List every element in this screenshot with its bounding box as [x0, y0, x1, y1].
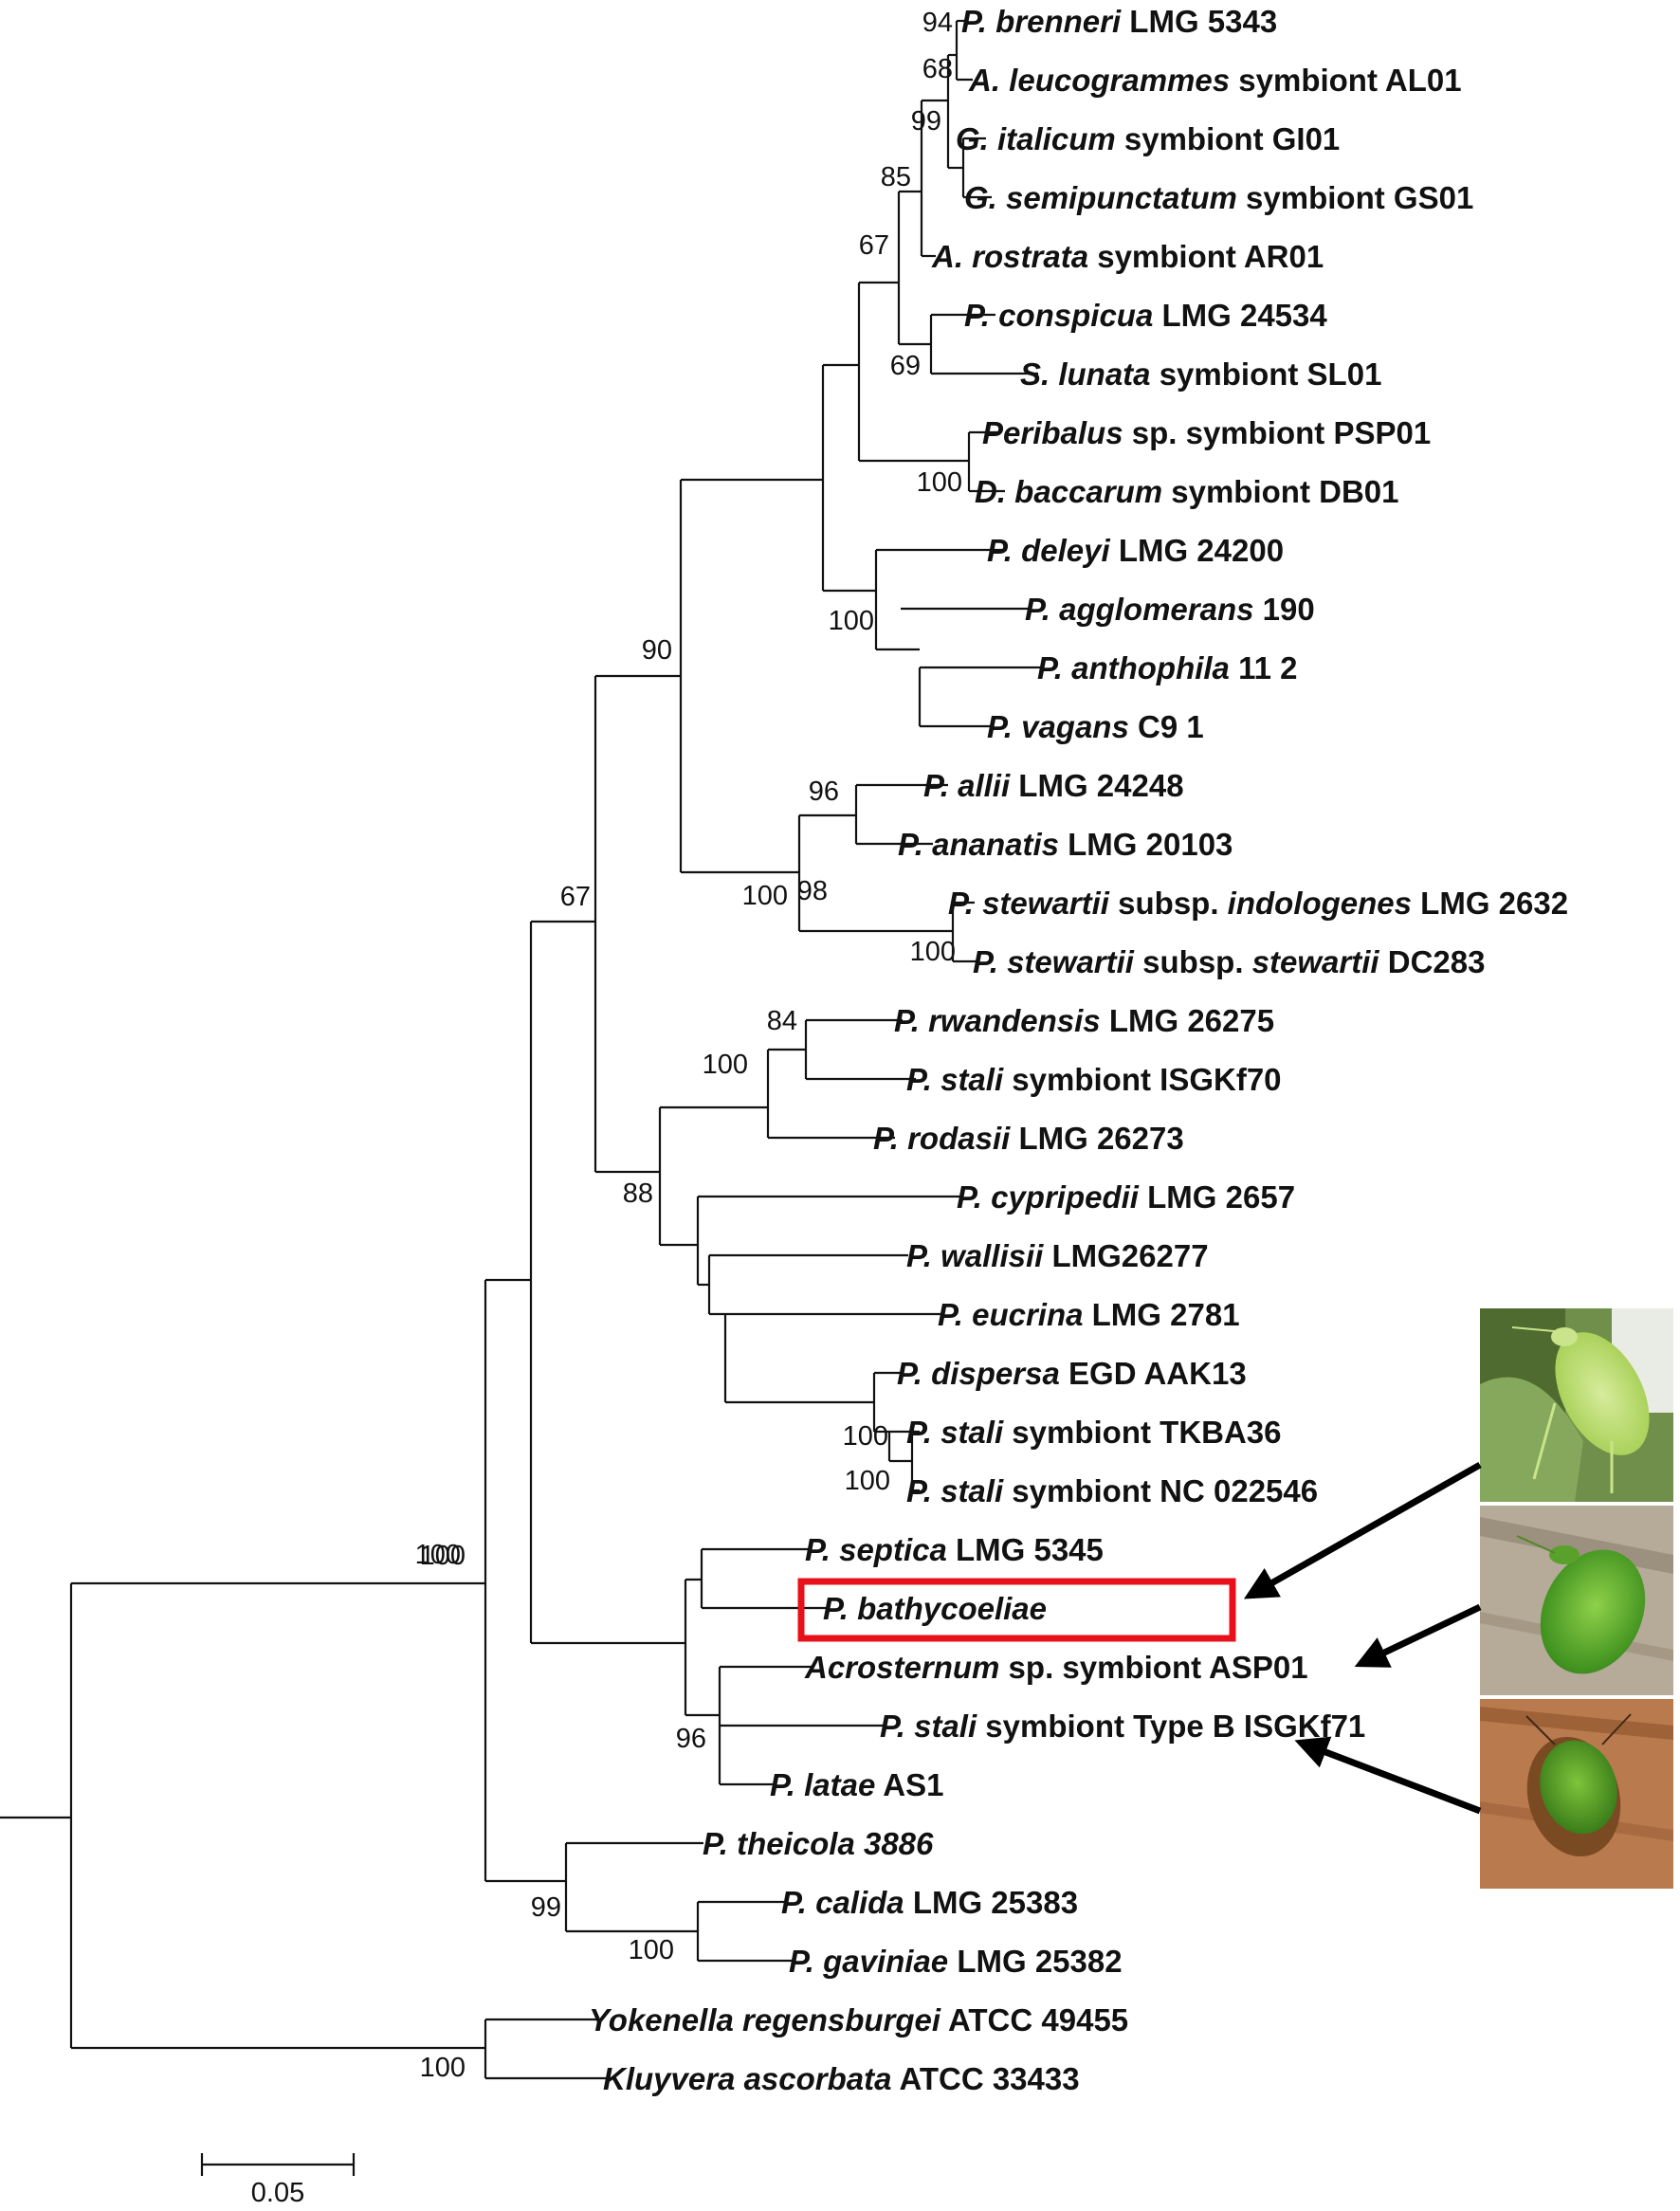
bootstrap-value: 100 — [917, 467, 962, 498]
taxon-label: P. conspicua LMG 24534 — [964, 298, 1327, 333]
taxon-label: P. anthophila 11 2 — [1037, 650, 1298, 685]
taxon-label: G. italicum symbiont GI01 — [956, 121, 1340, 156]
taxon-label: P. stewartii subsp. stewartii DC283 — [973, 944, 1485, 979]
arrow-to-stali-type-b — [1294, 1736, 1482, 1815]
bootstrap-value: 100 — [629, 1935, 674, 1965]
bootstrap-value: 96 — [809, 777, 839, 807]
scale-bar: 0.05 — [200, 2153, 356, 2208]
taxon-label: A. rostrata symbiont AR01 — [931, 239, 1324, 274]
bootstrap-value: 100 — [845, 1466, 890, 1496]
taxon-label: P. gaviniae LMG 25382 — [789, 1944, 1123, 1979]
bootstrap-value: 99 — [531, 1892, 561, 1923]
taxon-label: P. brenneri LMG 5343 — [961, 4, 1277, 39]
bootstrap-value: 69 — [890, 351, 921, 381]
taxon-label: S. lunata symbiont SL01 — [1020, 356, 1381, 392]
scale-bar-label: 0.05 — [251, 2178, 304, 2208]
taxon-label: Yokenella regensburgei ATCC 49455 — [589, 2002, 1128, 2037]
taxon-label: Peribalus sp. symbiont PSP01 — [982, 415, 1431, 450]
taxon-label: P. wallisii LMG26277 — [906, 1238, 1209, 1273]
bootstrap-value: 67 — [560, 882, 591, 912]
bootstrap-value: 100 — [420, 2053, 466, 2083]
arrow-to-acrosternum — [1354, 1603, 1482, 1668]
taxon-label: P. stali symbiont Type B ISGKf71 — [880, 1708, 1365, 1744]
bootstrap-value: 85 — [881, 162, 911, 192]
taxon-label: P. cypripedii LMG 2657 — [957, 1179, 1295, 1215]
bootstrap-value: 94 — [922, 8, 953, 38]
bootstrap-value: 84 — [767, 1006, 797, 1036]
taxon-label: G. semipunctatum symbiont GS01 — [964, 180, 1473, 215]
bootstrap-value: 88 — [623, 1179, 653, 1209]
taxon-label: P. deleyi LMG 24200 — [987, 533, 1284, 568]
bootstrap-values: 9468998567691001009096981001006784100881… — [415, 8, 962, 2083]
bootstrap-value: 96 — [676, 1724, 706, 1754]
taxon-label: P. stali symbiont NC 022546 — [906, 1473, 1318, 1508]
taxon-label: P. stewartii subsp. indologenes LMG 2632 — [948, 886, 1568, 921]
taxon-labels: P. brenneri LMG 5343 A. leucogrammes symb… — [589, 4, 1568, 2096]
taxon-label: P. latae AS1 — [770, 1767, 943, 1802]
bootstrap-value: 100 — [415, 1540, 461, 1570]
photo-bug-leaf — [1480, 1308, 1673, 1502]
taxon-label: Acrosternum sp. symbiont ASP01 — [804, 1650, 1308, 1685]
bootstrap-value: 68 — [922, 54, 953, 84]
taxon-label: Kluyvera ascorbata ATCC 33433 — [603, 2061, 1080, 2096]
taxon-label: A. leucogrammes symbiont AL01 — [968, 63, 1462, 98]
bootstrap-value: 100 — [742, 881, 788, 911]
taxon-label: P. eucrina LMG 2781 — [938, 1297, 1240, 1332]
taxon-label: P. bathycoeliae — [823, 1591, 1047, 1626]
bootstrap-value: 67 — [859, 230, 889, 261]
taxon-label: P. agglomerans 190 — [1025, 592, 1315, 627]
taxon-label: P. rodasii LMG 26273 — [873, 1121, 1184, 1156]
highlight-box — [797, 1578, 1236, 1642]
bootstrap-value: 100 — [910, 937, 956, 967]
taxon-label: P. septica LMG 5345 — [805, 1532, 1104, 1567]
taxon-label: P. dispersa EGD AAK13 — [897, 1356, 1247, 1391]
bootstrap-value: 100 — [703, 1050, 748, 1080]
bootstrap-value: 100 — [829, 606, 874, 636]
bootstrap-value: 100 — [843, 1421, 888, 1452]
taxon-label: P. stali symbiont ISGKf70 — [906, 1062, 1282, 1097]
taxon-label: P. allii LMG 24248 — [923, 768, 1184, 803]
bootstrap-value: 98 — [797, 876, 828, 906]
tree-branches — [0, 19, 1043, 2080]
bootstrap-value: 100 — [420, 1541, 466, 1571]
taxon-label: P. vagans C9 1 — [987, 709, 1204, 744]
bootstrap-value: 90 — [642, 635, 672, 666]
taxon-label: D. baccarum symbiont DB01 — [975, 474, 1398, 509]
arrow-to-bathycoeliae — [1243, 1461, 1482, 1599]
taxon-label: P. calida LMG 25383 — [781, 1885, 1078, 1920]
taxon-label: P. ananatis LMG 20103 — [898, 827, 1233, 862]
bootstrap-value: 99 — [911, 106, 941, 137]
photo-bug-wood-reddish — [1480, 1699, 1673, 1889]
taxon-label: P. stali symbiont TKBA36 — [906, 1415, 1282, 1450]
taxon-label: P. rwandensis LMG 26275 — [894, 1003, 1274, 1038]
taxon-label: P. theicola 3886 — [703, 1826, 934, 1861]
photo-bug-wood — [1480, 1506, 1673, 1695]
